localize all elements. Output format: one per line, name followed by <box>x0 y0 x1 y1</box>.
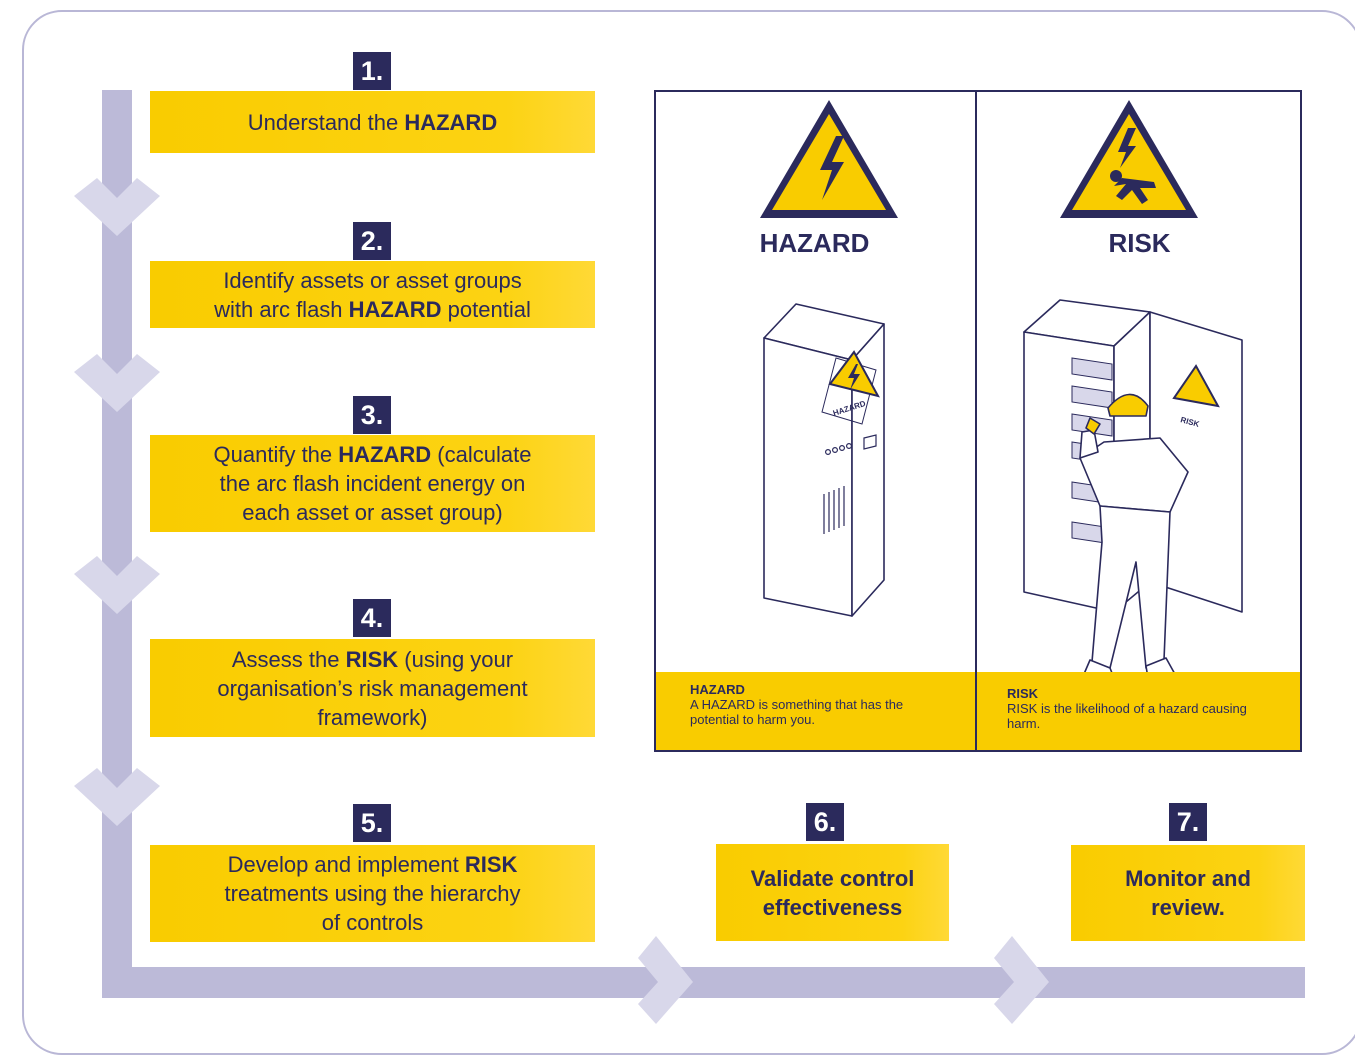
step-3-text-post: (calculate <box>431 442 532 467</box>
risk-definition-box: RISK RISK is the likelihood of a hazard … <box>977 672 1300 750</box>
step-4-line2: organisation’s risk management <box>217 675 528 701</box>
step-5-box: Develop and implement RISK treatments us… <box>150 845 595 942</box>
chevron-down-icon <box>74 178 160 236</box>
electric-hazard-icon <box>760 100 898 218</box>
step-2-text: with arc flash <box>214 296 349 322</box>
step-3-bold: HAZARD <box>338 442 432 467</box>
chevron-down-icon <box>74 556 160 614</box>
step-3-number: 3. <box>353 396 391 434</box>
step-3-line2: the arc flash incident energy on <box>219 471 526 496</box>
step-4-box: Assess the RISK (using your organisation… <box>150 639 595 737</box>
chevron-right-icon <box>994 936 1049 1024</box>
hazard-title: HAZARD <box>759 228 870 258</box>
step-3-line3: each asset or asset group) <box>242 500 503 525</box>
step-7-line1: Monitor and <box>1125 866 1251 891</box>
step-6-line1: Validate control <box>750 865 915 891</box>
step-5-bold: RISK <box>464 852 518 877</box>
chevron-right-icon <box>638 936 693 1024</box>
step-7-number: 7. <box>1169 803 1207 841</box>
step-7-line2: review. <box>1151 895 1225 920</box>
risk-definition-text: RISK is the likelihood of a hazard causi… <box>1007 701 1247 731</box>
hazard-definition-heading: HAZARD <box>690 682 745 697</box>
flow-line-horizontal <box>102 967 1305 998</box>
step-2-line1: Identify assets or asset groups <box>223 267 522 293</box>
chevron-down-icon <box>74 354 160 412</box>
step-1-box: Understand the HAZARD <box>150 91 595 153</box>
step-2-box: Identify assets or asset groups with arc… <box>150 261 595 328</box>
step-6-line2: effectiveness <box>762 894 903 920</box>
step-6-box: Validate control effectiveness <box>716 844 949 941</box>
step-6-number: 6. <box>806 803 844 841</box>
step-1-bold: HAZARD <box>404 109 498 135</box>
flow-line-vertical <box>102 90 132 998</box>
hazard-definition-box: HAZARD A HAZARD is something that has th… <box>656 672 975 750</box>
chevron-down-icon <box>74 768 160 826</box>
step-2-number: 2. <box>353 222 391 260</box>
step-1-text: Understand the <box>247 109 405 135</box>
step-7-box: Monitor and review. <box>1071 845 1305 941</box>
step-5-line2: treatments using the hierarchy <box>224 881 521 906</box>
step-5-number: 5. <box>353 804 391 842</box>
step-4-bold: RISK <box>345 646 399 672</box>
hazard-definition-text: A HAZARD is something that has the poten… <box>690 697 904 727</box>
closed-electrical-cabinet-illustration: HAZARD <box>763 303 885 617</box>
open-cabinet-worker-illustration: RISK <box>1023 299 1243 679</box>
step-3-text: Quantify the <box>213 442 339 467</box>
risk-definition-heading: RISK <box>1007 686 1039 701</box>
panel-divider <box>975 90 977 752</box>
step-4-text-post: (using your <box>398 646 514 672</box>
step-2-text-post: potential <box>441 296 531 322</box>
step-4-line3: framework) <box>317 704 428 730</box>
step-3-box: Quantify the HAZARD (calculate the arc f… <box>150 435 595 532</box>
step-5-line3: of controls <box>321 910 424 935</box>
step-4-number: 4. <box>353 599 391 637</box>
step-1-number: 1. <box>353 52 391 90</box>
step-4-text: Assess the <box>231 646 346 672</box>
step-2-bold: HAZARD <box>348 296 442 322</box>
risk-title: RISK <box>1108 228 1171 258</box>
step-5-text: Develop and implement <box>227 852 465 877</box>
electric-shock-person-icon <box>1060 100 1198 218</box>
